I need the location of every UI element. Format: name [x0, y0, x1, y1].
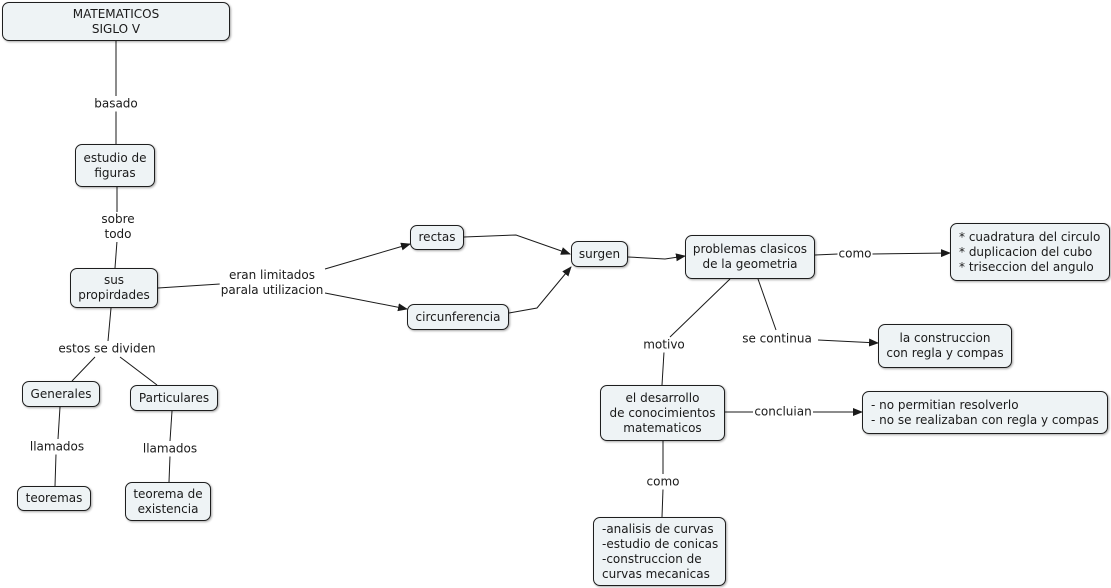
arrow-circunferencia-surgen	[508, 266, 572, 314]
concept-circunferencia[interactable]: circunferencia	[407, 304, 509, 330]
concept-lista-problemas[interactable]: * cuadratura del circulo * duplicacion d…	[950, 223, 1110, 281]
link-se-continua: se continua	[741, 331, 813, 347]
concept-rectas[interactable]: rectas	[410, 225, 464, 250]
connector-generales	[71, 356, 96, 382]
concept-generales[interactable]: Generales	[22, 381, 100, 407]
concept-particulares[interactable]: Particulares	[130, 385, 218, 411]
arrow-rectas-surgen	[463, 234, 571, 255]
connector-como-2b	[661, 488, 664, 518]
concept-teoremas[interactable]: teoremas	[17, 486, 91, 511]
connector-sobre-todo-2	[114, 240, 118, 269]
link-como-curvas: como	[645, 474, 681, 490]
connector-llamados-1	[57, 406, 61, 440]
concept-conclusiones[interactable]: - no permitian resolverlo - no se realiz…	[862, 391, 1108, 434]
arrow-rectas	[324, 242, 411, 270]
concept-construccion-regla-compas[interactable]: la construccion con regla y compas	[878, 324, 1012, 368]
concept-estudio-de-figuras[interactable]: estudio de figuras	[75, 144, 155, 187]
connector-motivo	[669, 278, 731, 338]
link-eran-limitados: eran limitados parala utilizacion	[219, 268, 325, 298]
concept-sus-propiedades[interactable]: sus propirdades	[70, 268, 158, 308]
concept-desarrollo-conocimientos[interactable]: el desarrollo de conocimientos matematic…	[600, 385, 725, 441]
arrow-surgen-problemas	[627, 253, 686, 262]
concept-surgen[interactable]: surgen	[571, 241, 628, 267]
link-estos-se-dividen: estos se dividen	[57, 341, 157, 357]
connector-llamados-1b	[54, 453, 57, 487]
link-concluian: concluian	[753, 404, 813, 420]
connector-eran-limitados	[157, 283, 221, 289]
connector-llamados-2b	[168, 455, 171, 483]
concept-problemas-clasicos[interactable]: problemas clasicos de la geometria	[685, 235, 815, 279]
link-llamados-particulares: llamados	[141, 441, 199, 457]
link-llamados-generales: llamados	[28, 439, 86, 455]
connector-llamados-2	[169, 410, 173, 442]
arrow-construccion	[817, 338, 879, 347]
connector-particulares	[119, 356, 158, 386]
link-basado: basado	[93, 96, 139, 112]
concept-teorema-de-existencia[interactable]: teorema de existencia	[125, 482, 211, 521]
link-sobre-todo: sobre todo	[100, 212, 136, 242]
connector-como-1	[814, 253, 839, 256]
link-como-lista: como	[837, 246, 873, 262]
concept-matematicos-siglo-v[interactable]: MATEMATICOS SIGLO V	[2, 2, 230, 41]
arrow-lista	[871, 249, 951, 258]
connector-dividen	[107, 307, 112, 342]
connector-se-continua	[757, 278, 777, 331]
concept-curvas[interactable]: -analisis de curvas -estudio de conicas …	[593, 517, 726, 586]
link-motivo: motivo	[642, 337, 686, 353]
arrow-circunferencia	[324, 292, 408, 312]
connector-motivo-2	[661, 351, 665, 386]
